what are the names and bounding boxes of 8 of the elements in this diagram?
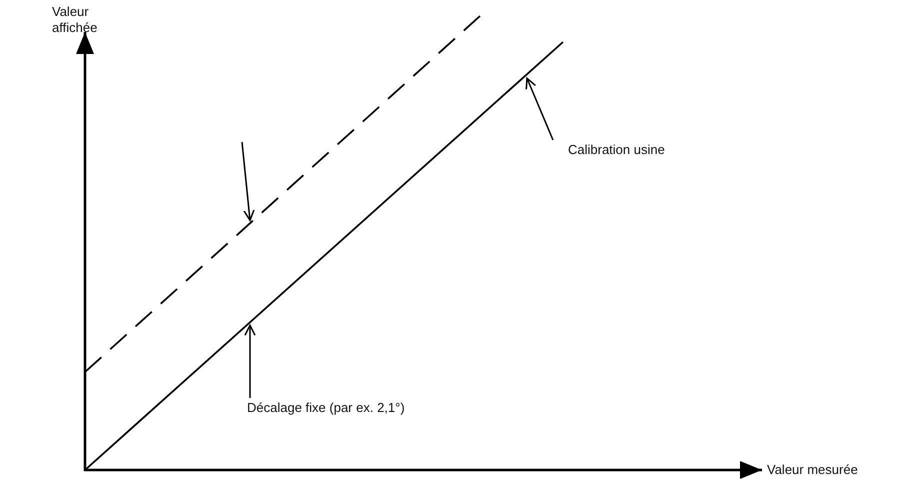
- leader-arrow: [526, 77, 554, 140]
- axis-label: Valeur affichée: [52, 4, 98, 36]
- leader-arrow: [244, 324, 256, 398]
- line-label: Décalage fixe (par ex. 2,1°): [247, 400, 405, 416]
- calibration-line: [84, 41, 564, 471]
- direction-arrow: [241, 142, 255, 222]
- axis-label: Valeur mesurée: [767, 462, 858, 478]
- line-label: Calibration usine: [568, 142, 665, 158]
